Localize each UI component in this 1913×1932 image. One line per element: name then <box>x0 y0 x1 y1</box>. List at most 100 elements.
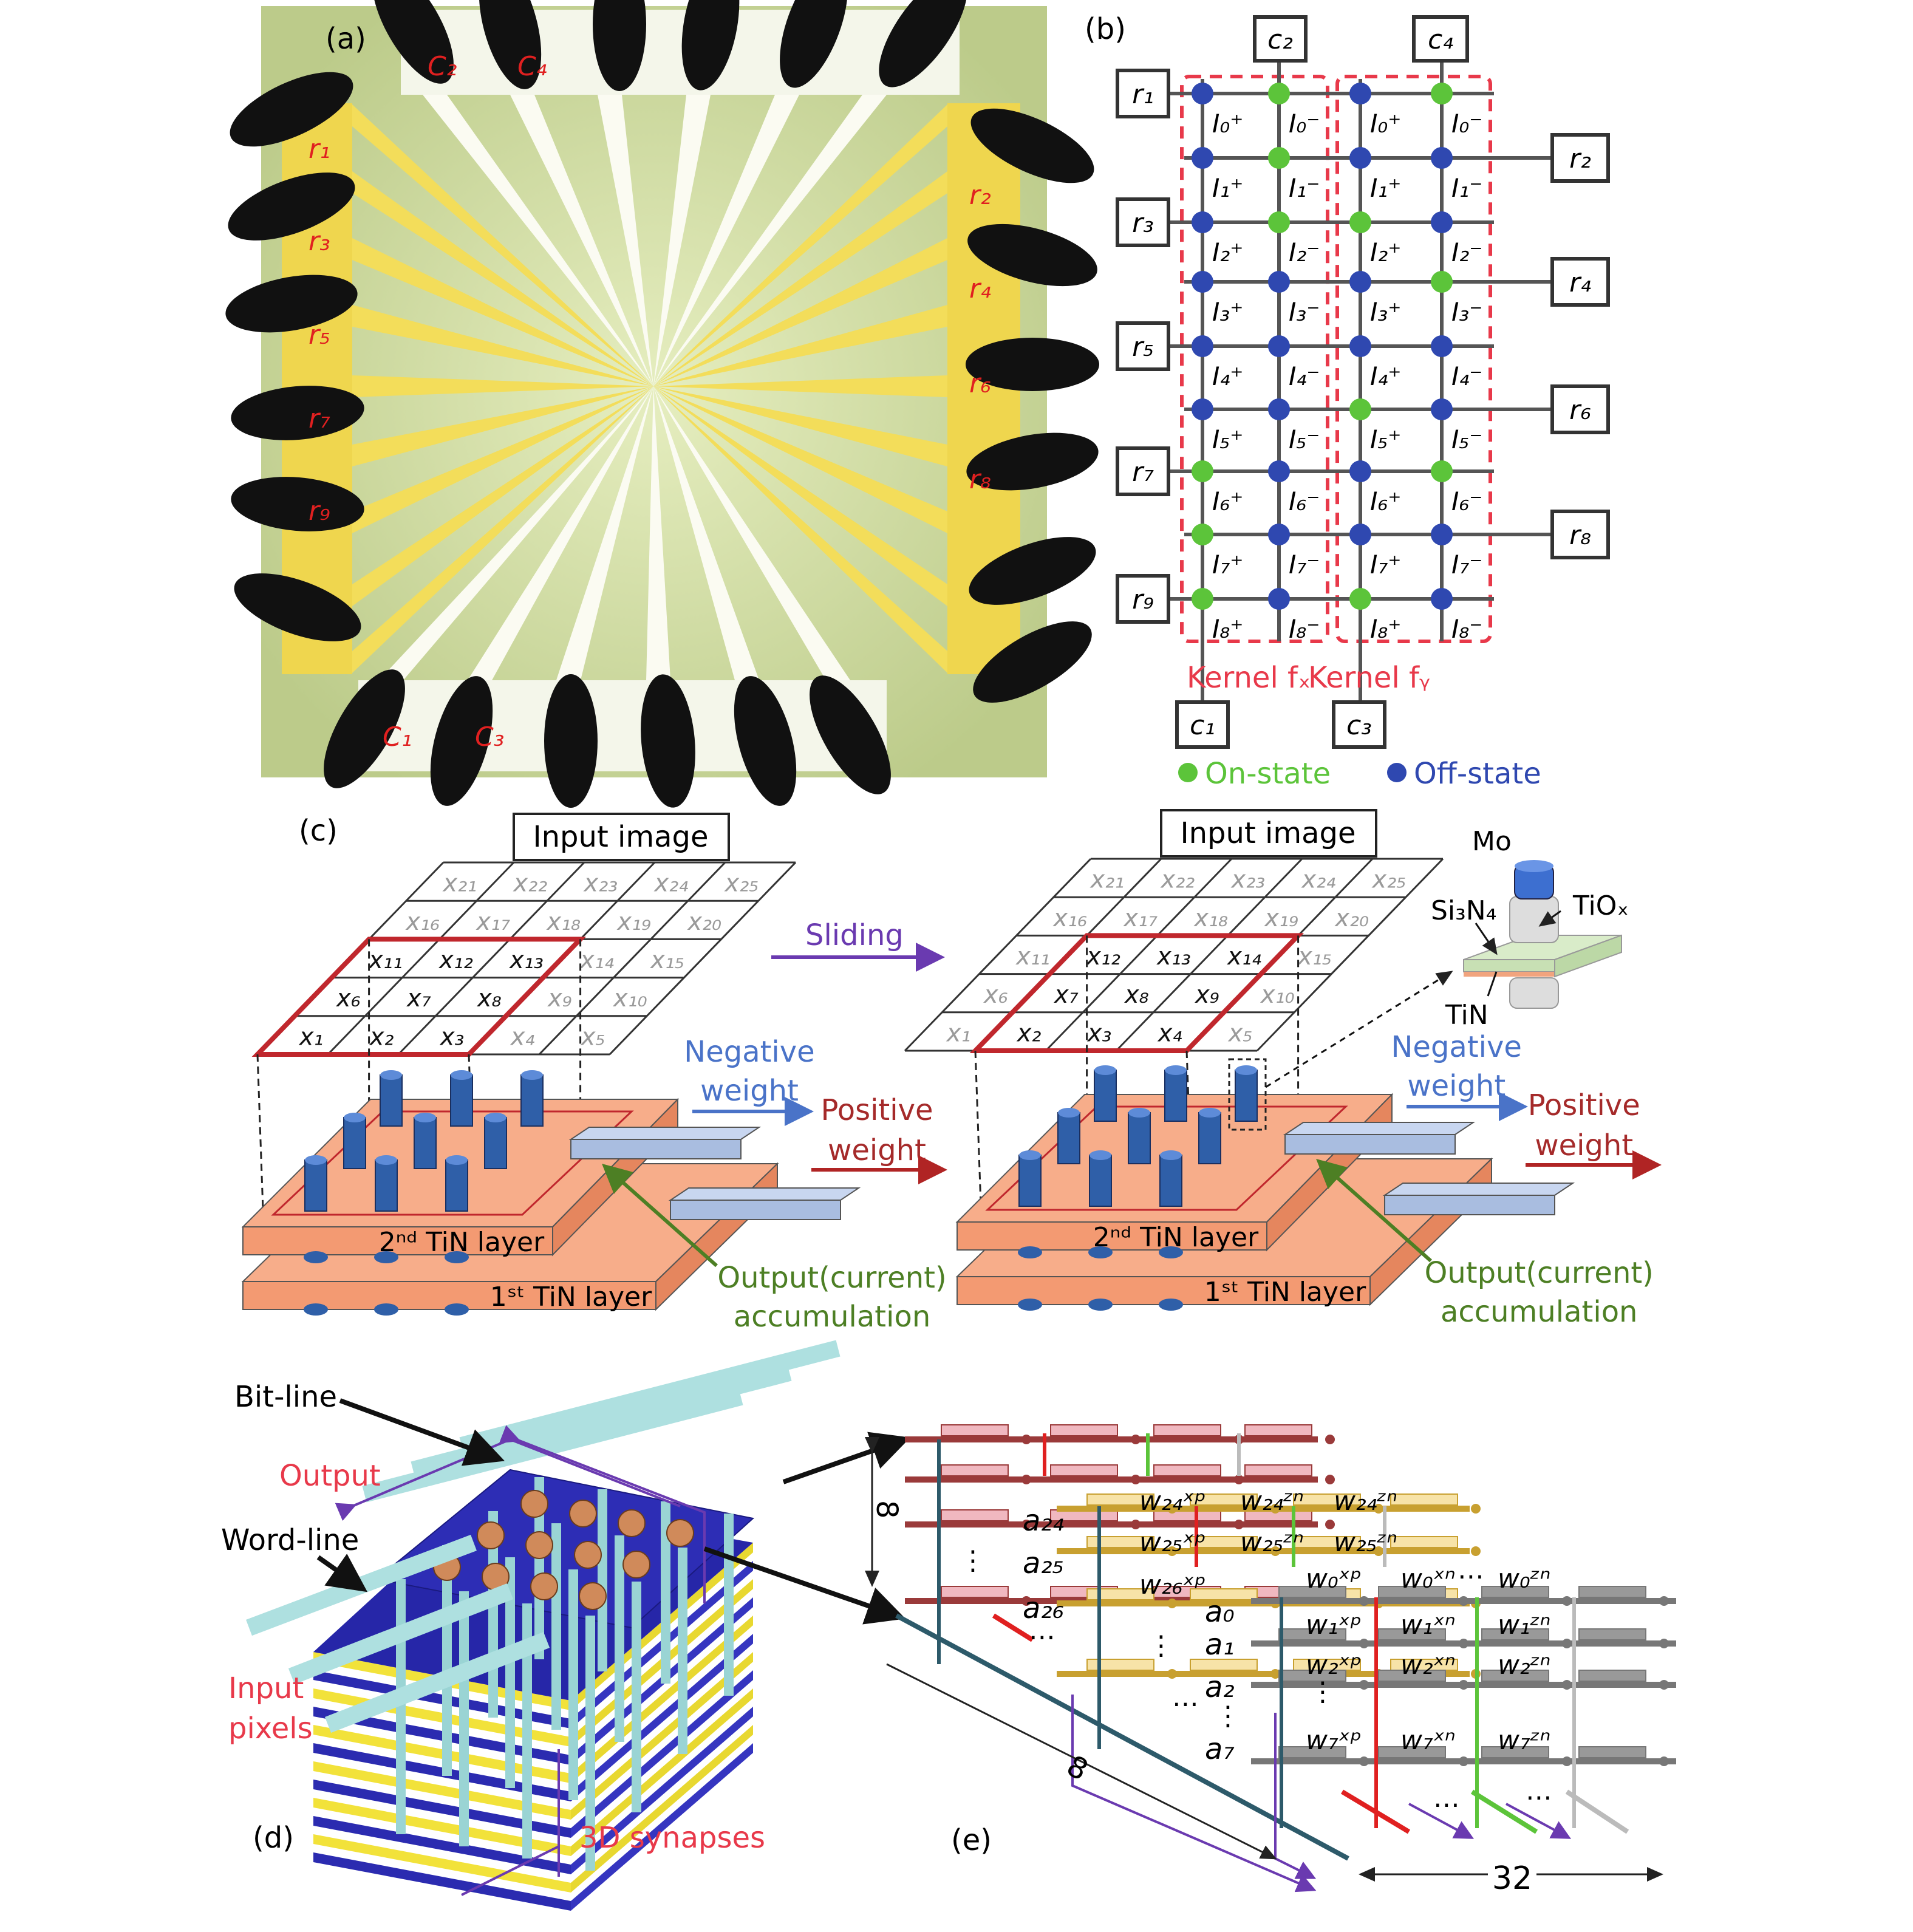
pixel-label: x₁₂ <box>438 946 473 974</box>
pillar-bottom <box>304 1251 328 1263</box>
probe-tip <box>970 108 1094 183</box>
probe-tip <box>967 224 1097 287</box>
pixel-label: x₂₅ <box>1371 866 1407 894</box>
memristor-pillar <box>343 1117 366 1169</box>
pillar-bottom <box>374 1251 398 1263</box>
panel-label-c: (c) <box>299 814 338 848</box>
probe-tip <box>234 573 361 641</box>
current-label: I₆⁻ <box>1451 486 1482 516</box>
current-label: I₃⁺ <box>1370 297 1401 327</box>
pillar-bottom <box>445 1303 469 1316</box>
pixel-label: x₄ <box>1157 1019 1182 1047</box>
memristor-off-state <box>1268 398 1290 420</box>
stack-layer-front <box>313 1834 571 1893</box>
memristor-off-state <box>1192 335 1213 357</box>
electrode-bar <box>1384 1195 1555 1215</box>
projection-line <box>256 1054 265 1227</box>
crossbar-node <box>1021 1475 1031 1484</box>
electrode-line <box>653 305 947 386</box>
memristor-off-state <box>1192 147 1213 169</box>
memristor-off-state <box>1349 460 1371 482</box>
crossbar-node <box>1234 1520 1244 1529</box>
pillar-top <box>485 1113 506 1122</box>
pixel-label: x₁₈ <box>1193 904 1228 932</box>
pixel-label: x₁₉ <box>616 908 651 936</box>
stack-layer-side <box>571 1652 753 1820</box>
current-label: I₁⁺ <box>1370 173 1401 203</box>
input-label-1: Input <box>228 1671 304 1705</box>
electrode-line <box>653 386 947 673</box>
synapse-node <box>477 1521 505 1549</box>
pixel-label: x₂₁ <box>1089 866 1125 894</box>
row-box-left-label: r₁ <box>1132 79 1154 110</box>
memristor-on-state <box>1431 271 1453 293</box>
pixel-label: x₇ <box>406 985 431 1012</box>
off-state-legend-dot <box>1387 763 1407 782</box>
pixel-label: x₁₁ <box>367 946 403 974</box>
memristor-pillar <box>380 1074 403 1127</box>
electrode-line <box>556 386 653 680</box>
pixel-label: x₆ <box>335 985 361 1012</box>
crossbar-cell <box>1378 1746 1446 1758</box>
pixel-label: x₂₄ <box>1301 866 1336 894</box>
weight-label: w₇ᶻⁿ <box>1498 1725 1550 1756</box>
weight-label: w₁ˣⁿ <box>1400 1609 1456 1640</box>
stack-layer-front <box>313 1780 571 1838</box>
pixel-label: x₂₂ <box>513 870 548 898</box>
col-box-bottom-label: c₁ <box>1190 710 1215 741</box>
synapse-node <box>666 1519 694 1547</box>
synapse-node <box>530 1572 558 1600</box>
row-box-right-label: r₆ <box>1569 395 1591 426</box>
electrode-line <box>653 386 947 533</box>
current-label: I₄⁺ <box>1370 361 1401 391</box>
crossbar-cell <box>1153 1424 1221 1436</box>
current-label: I₄⁻ <box>1451 361 1482 391</box>
output-line <box>499 1425 706 1603</box>
output-segment <box>1340 1789 1411 1834</box>
row-box-right-label: r₂ <box>1569 143 1591 174</box>
row-box-right-label: r₄ <box>1569 267 1591 298</box>
current-label: I₁⁻ <box>1451 173 1482 203</box>
crossbar-cell <box>1390 1536 1458 1548</box>
electrode-line <box>653 386 947 606</box>
current-label: I₇⁺ <box>1370 550 1401 579</box>
crossbar-node <box>1659 1639 1669 1648</box>
crossbar-cell <box>1378 1628 1446 1640</box>
input-a-label: a₂₆ <box>1023 1591 1064 1625</box>
pixel-label: x₁₁ <box>1015 943 1050 971</box>
pixel-label: x₂₃ <box>583 870 618 898</box>
pad-label-C3: C₃ <box>475 722 504 753</box>
pixel-label: x₉ <box>1194 981 1219 1009</box>
output-segment <box>1565 1789 1629 1834</box>
weight-label: w₀ˣᵖ <box>1306 1563 1362 1594</box>
current-label: I₃⁻ <box>1289 297 1320 327</box>
crossbar-cell <box>1190 1536 1258 1548</box>
electrode-line <box>352 375 653 397</box>
crossbar-node <box>1562 1756 1572 1766</box>
crossbar-node <box>1270 1669 1280 1679</box>
current-label: I₄⁻ <box>1289 361 1320 391</box>
pillar-bottom <box>1159 1246 1183 1258</box>
electrode-line <box>352 386 653 673</box>
stack-layer-side <box>571 1670 753 1838</box>
word-line <box>288 1583 514 1685</box>
output-arrow <box>1408 1803 1475 1839</box>
output-line <box>1071 1695 1317 1893</box>
crossbar-cell <box>1278 1628 1346 1640</box>
electrode-line <box>598 95 653 386</box>
memristor-on-state <box>1349 398 1371 420</box>
pixel-label: x₄ <box>510 1023 535 1051</box>
probe-tip <box>681 0 740 90</box>
dimension-diagonal <box>886 1663 1277 1860</box>
current-label: I₅⁻ <box>1451 425 1482 454</box>
electrode-bar-top <box>668 1187 861 1201</box>
grid-line <box>327 861 515 1056</box>
bit-line <box>362 1388 743 1503</box>
word-line <box>324 1631 550 1733</box>
grid-line <box>904 858 1092 1052</box>
pixel-label: x₂₀ <box>1334 904 1369 932</box>
ellipsis: ⋯ <box>1458 1561 1484 1592</box>
col-box-top-label: c₂ <box>1267 24 1293 55</box>
panel-label-e: (e) <box>951 1823 992 1857</box>
